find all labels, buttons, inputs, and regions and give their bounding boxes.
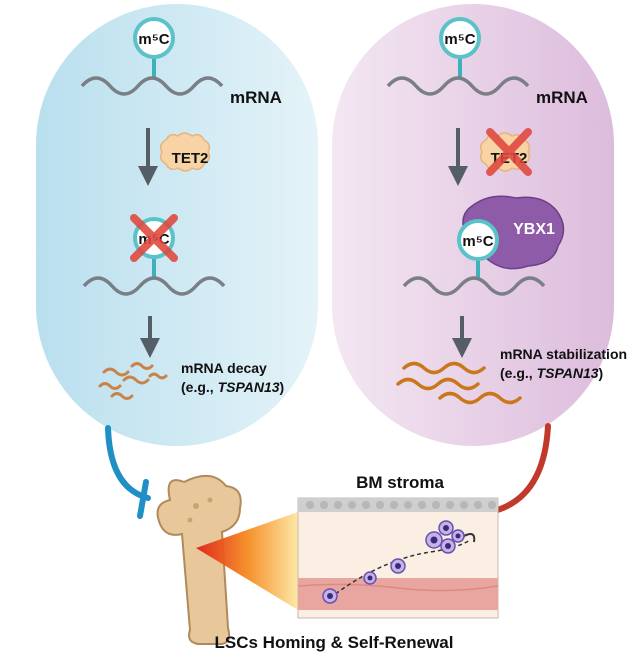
right-mrna-strand	[386, 76, 530, 96]
right-panel: m⁵C mRNA TET2 YBX1 m⁵C m	[332, 4, 627, 446]
stroma-cells-row	[306, 501, 496, 509]
mrna-fragments-icon	[98, 362, 168, 400]
left-modification-removed: m⁵C	[130, 214, 178, 278]
cross-icon	[486, 128, 532, 176]
left-panel: m⁵C mRNA TET2 m⁵C mRNA dec	[36, 4, 318, 446]
left-mrna-strand-2	[82, 276, 226, 296]
right-tet2-enzyme: TET2	[479, 128, 532, 176]
right-outcome-label: mRNA stabilization	[500, 346, 627, 362]
ybx1-label: YBX1	[513, 221, 555, 238]
right-outcome-example: (e.g., TSPAN13)	[500, 365, 603, 381]
right-modification-badge: m⁵C	[439, 17, 481, 78]
right-modification-bound: m⁵C	[457, 219, 499, 278]
left-modification-badge: m⁵C	[133, 17, 175, 78]
right-m5c-bound-label: m⁵C	[462, 233, 493, 250]
left-mrna-label: mRNA	[230, 88, 282, 107]
cross-icon	[130, 214, 178, 262]
left-tet2-label: TET2	[172, 150, 209, 167]
right-mrna-label: mRNA	[536, 88, 588, 107]
homing-path	[329, 539, 471, 599]
left-outcome-label: mRNA decay	[181, 360, 267, 376]
right-mrna-strand-2	[402, 276, 546, 296]
left-mrna-strand	[80, 76, 224, 96]
left-tet2-enzyme: TET2	[159, 132, 211, 172]
inhibition-bar	[137, 479, 149, 519]
right-m5c-label: m⁵C	[444, 31, 475, 48]
magnification-beam	[196, 512, 298, 610]
left-m5c-label: m⁵C	[138, 31, 169, 48]
left-outcome-example: (e.g., TSPAN13)	[181, 379, 284, 395]
bone-icon	[156, 475, 242, 645]
lsc-cells	[322, 520, 465, 604]
self-renewal-loop	[463, 533, 476, 543]
figure-caption: LSCs Homing & Self-Renewal	[215, 633, 454, 652]
left-panel-background	[36, 4, 318, 446]
bm-stroma-inset: BM stroma	[297, 473, 499, 619]
stroma-label: BM stroma	[356, 473, 444, 492]
stable-mrna-icon	[396, 361, 522, 405]
activation-arrow	[487, 423, 551, 515]
